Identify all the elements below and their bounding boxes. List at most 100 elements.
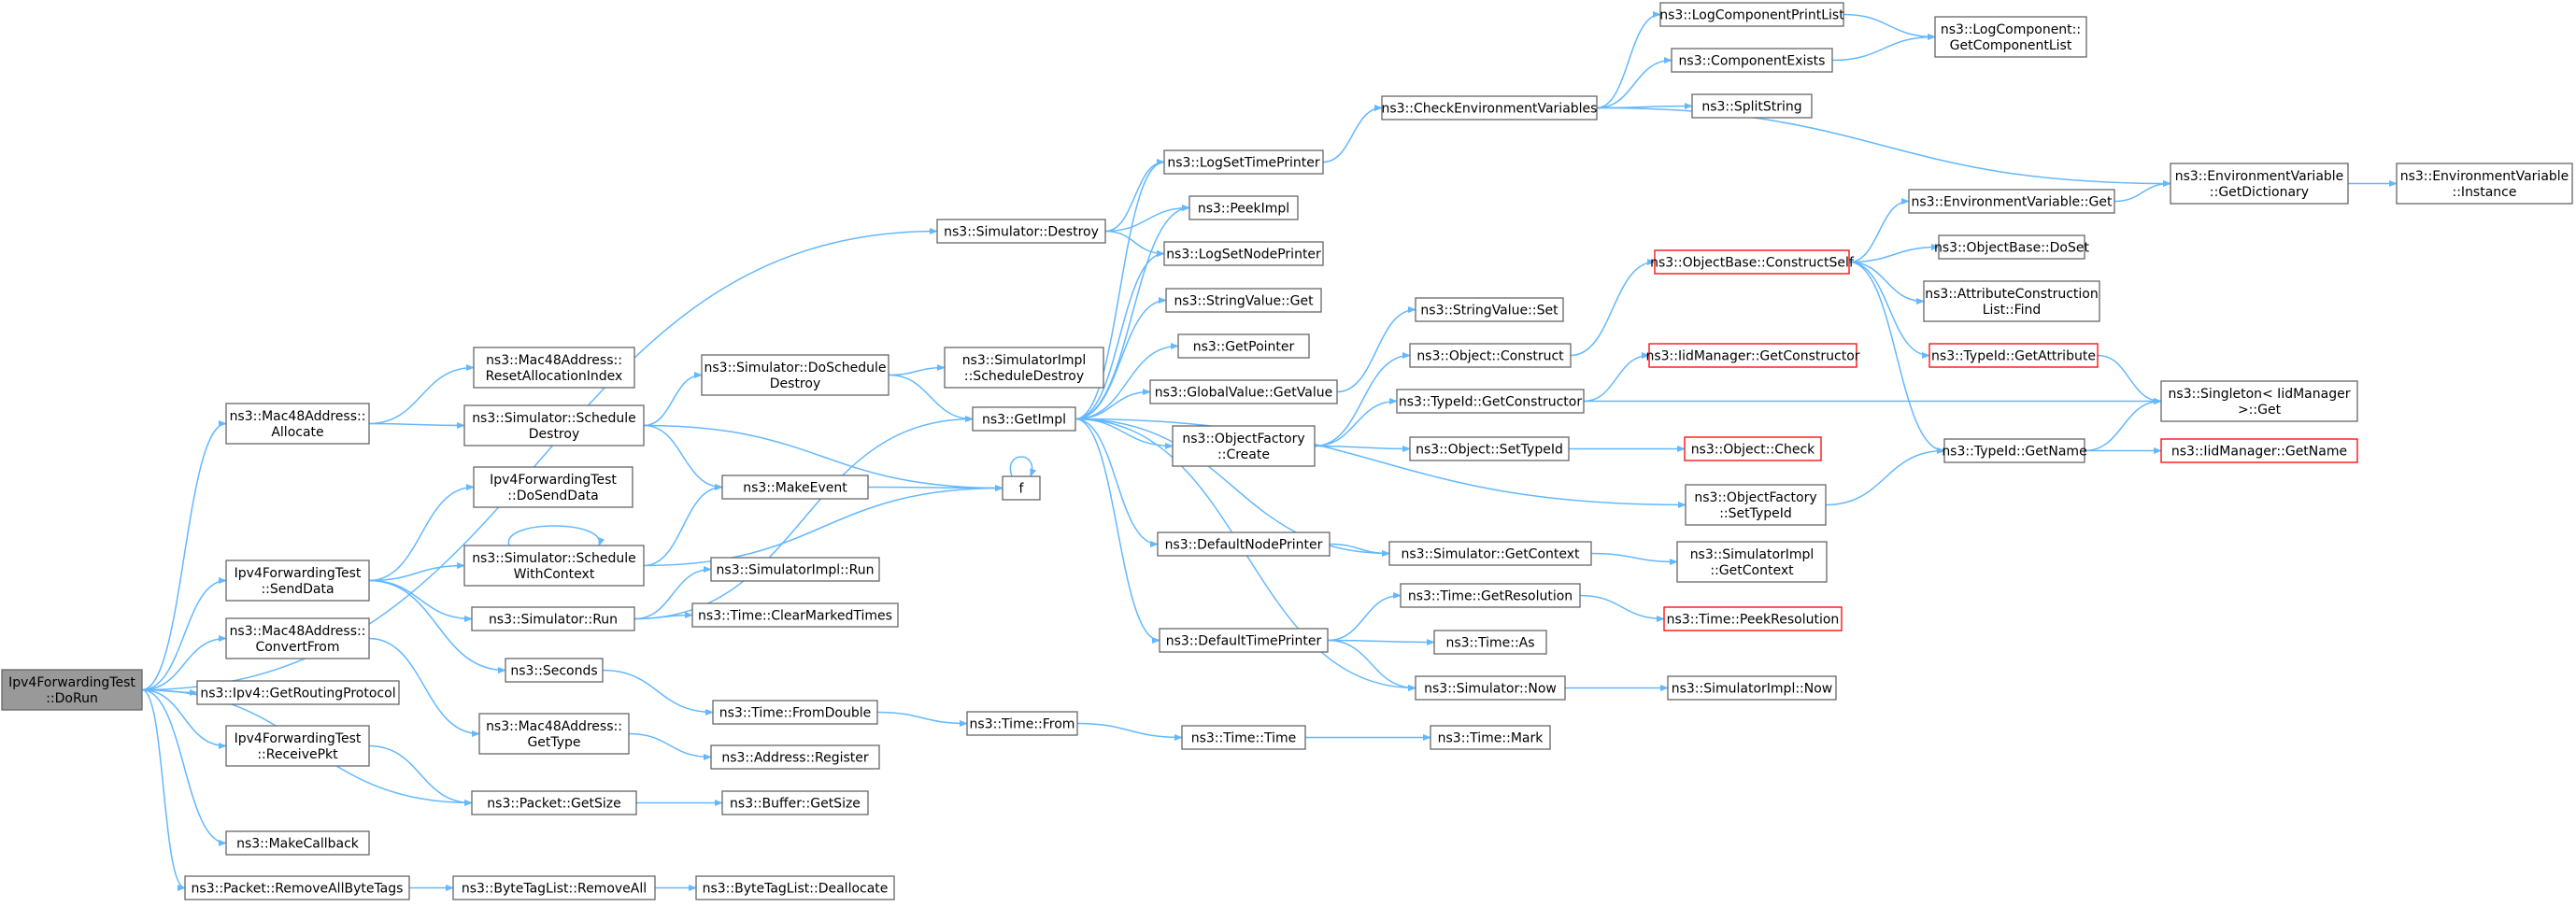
node-allocate[interactable]: ns3::Mac48Address::Allocate bbox=[225, 403, 370, 445]
node-typeidgetctor[interactable]: ns3::TypeId::GetConstructor bbox=[1396, 389, 1585, 414]
node-timeas[interactable]: ns3::Time::As bbox=[1433, 630, 1547, 655]
node-simnow[interactable]: ns3::Simulator::Now bbox=[1415, 675, 1566, 701]
node-label: ns3::Ipv4::GetRoutingProtocol bbox=[200, 687, 395, 702]
node-label: ::SetTypeId bbox=[1719, 506, 1792, 521]
node-box bbox=[452, 875, 656, 900]
node-box bbox=[1409, 343, 1572, 368]
node-label: Ipv4ForwardingTest bbox=[8, 675, 135, 690]
node-objcheck[interactable]: ns3::Object::Check bbox=[1684, 436, 1822, 461]
node-getimpl[interactable]: ns3::GetImpl bbox=[972, 406, 1076, 432]
node-singletonget[interactable]: ns3::Singleton< IidManager >::Get bbox=[2160, 380, 2358, 422]
node-fromdouble[interactable]: ns3::Time::FromDouble bbox=[712, 700, 878, 725]
node-deftimeprinter[interactable]: ns3::DefaultTimePrinter bbox=[1159, 628, 1329, 653]
node-label: ns3::Simulator::Run bbox=[489, 613, 618, 628]
node-timepeekres[interactable]: ns3::Time::PeekResolution bbox=[1663, 606, 1843, 631]
node-objbasedoset[interactable]: ns3::ObjectBase::DoSet bbox=[1934, 234, 2089, 260]
node-label: ns3::Singleton< IidManager bbox=[2169, 387, 2351, 402]
call-edge bbox=[1075, 418, 1686, 509]
node-convertfrom[interactable]: ns3::Mac48Address::ConvertFrom bbox=[225, 617, 370, 659]
node-getrouting[interactable]: ns3::Ipv4::GetRoutingProtocol bbox=[196, 680, 400, 705]
node-iidmgrgetctor[interactable]: ns3::IidManager::GetConstructor bbox=[1645, 343, 1860, 368]
node-envvarinstance[interactable]: ns3::EnvironmentVariable::Instance bbox=[2396, 163, 2573, 205]
node-seconds[interactable]: ns3::Seconds bbox=[505, 658, 604, 683]
node-simdestroy[interactable]: ns3::Simulator::Destroy bbox=[936, 219, 1106, 244]
node-clearmarked[interactable]: ns3::Time::ClearMarkedTimes bbox=[691, 602, 899, 628]
node-label: GetComponentList bbox=[1950, 38, 2072, 53]
node-objconstruct[interactable]: ns3::Object::Construct bbox=[1409, 343, 1572, 368]
node-label: ns3::Simulator::Destroy bbox=[944, 225, 1099, 240]
call-edge bbox=[141, 227, 938, 691]
node-receivepkt[interactable]: Ipv4ForwardingTest::ReceivePkt bbox=[225, 725, 370, 767]
node-gettype[interactable]: ns3::Mac48Address::GetType bbox=[478, 713, 630, 755]
node-label: ns3::Mac48Address:: bbox=[486, 719, 622, 734]
node-packetgetsize[interactable]: ns3::Packet::GetSize bbox=[471, 790, 637, 815]
node-makeevent[interactable]: ns3::MakeEvent bbox=[721, 475, 869, 500]
node-timetime[interactable]: ns3::Time::Time bbox=[1181, 725, 1306, 750]
node-stringvalueget[interactable]: ns3::StringValue::Get bbox=[1165, 288, 1322, 313]
node-schedDestroy[interactable]: ns3::Simulator::ScheduleDestroy bbox=[463, 404, 645, 446]
node-objsettypeid[interactable]: ns3::Object::SetTypeId bbox=[1409, 436, 1570, 461]
node-objfactsettypeid[interactable]: ns3::ObjectFactory::SetTypeId bbox=[1685, 484, 1827, 526]
node-buffergetsize[interactable]: ns3::Buffer::GetSize bbox=[721, 790, 869, 815]
node-splitstring[interactable]: ns3::SplitString bbox=[1691, 93, 1813, 119]
node-globalvalueget[interactable]: ns3::GlobalValue::GetValue bbox=[1149, 379, 1338, 404]
node-addrregister[interactable]: ns3::Address::Register bbox=[710, 744, 880, 770]
node-removeallbytetags[interactable]: ns3::Packet::RemoveAllByteTags bbox=[184, 875, 410, 900]
node-logcompprintlist[interactable]: ns3::LogComponentPrintList bbox=[1659, 2, 1844, 27]
node-box bbox=[1381, 95, 1598, 120]
node-simimplrun[interactable]: ns3::SimulatorImpl::Run bbox=[710, 557, 880, 582]
node-envvargetdict[interactable]: ns3::EnvironmentVariable::GetDictionary bbox=[2170, 163, 2349, 205]
node-timemark[interactable]: ns3::Time::Mark bbox=[1430, 725, 1551, 750]
node-bytetagremoveall[interactable]: ns3::ByteTagList::RemoveAll bbox=[452, 875, 656, 900]
node-simimplnow[interactable]: ns3::SimulatorImpl::Now bbox=[1667, 675, 1837, 701]
node-timefrom[interactable]: ns3::Time::From bbox=[966, 711, 1078, 736]
node-resetalloc[interactable]: ns3::Mac48Address::ResetAllocationIndex bbox=[473, 347, 635, 389]
node-label: ns3::SplitString bbox=[1701, 100, 1801, 115]
node-envvarget[interactable]: ns3::EnvironmentVariable::Get bbox=[1908, 189, 2115, 214]
node-objbaseconstructself[interactable]: ns3::ObjectBase::ConstructSelf bbox=[1650, 249, 1855, 275]
node-box bbox=[1667, 675, 1837, 701]
node-label: ns3::LogSetNodePrinter bbox=[1166, 248, 1321, 262]
node-defnodeprinter[interactable]: ns3::DefaultNodePrinter bbox=[1157, 531, 1331, 557]
node-simimplschedDestroy[interactable]: ns3::SimulatorImpl::ScheduleDestroy bbox=[944, 347, 1104, 389]
node-typeidgetname[interactable]: ns3::TypeId::GetName bbox=[1942, 438, 2087, 463]
node-dosenddata[interactable]: Ipv4ForwardingTest::DoSendData bbox=[473, 466, 633, 508]
node-box bbox=[2396, 163, 2573, 205]
call-edge bbox=[368, 421, 465, 430]
call-edge bbox=[1075, 342, 1179, 420]
node-makecallback[interactable]: ns3::MakeCallback bbox=[225, 830, 370, 856]
node-box bbox=[721, 790, 869, 815]
node-logcompgetlist[interactable]: ns3::LogComponent::GetComponentList bbox=[1934, 16, 2087, 58]
node-getpointer[interactable]: ns3::GetPointer bbox=[1177, 333, 1310, 359]
node-simrun[interactable]: ns3::Simulator::Run bbox=[471, 606, 635, 631]
node-f[interactable]: f bbox=[1002, 475, 1041, 501]
node-iidmgrgetname[interactable]: ns3::IidManager::GetName bbox=[2160, 438, 2358, 463]
call-edges bbox=[141, 10, 2398, 892]
node-box bbox=[1928, 343, 2099, 368]
node-simimplgetctx[interactable]: ns3::SimulatorImpl::GetContext bbox=[1676, 541, 1828, 583]
node-compexists[interactable]: ns3::ComponentExists bbox=[1671, 48, 1833, 73]
call-edge bbox=[507, 525, 605, 546]
node-simgetctx[interactable]: ns3::Simulator::GetContext bbox=[1388, 541, 1592, 566]
call-edge bbox=[633, 415, 974, 620]
node-checkenv[interactable]: ns3::CheckEnvironmentVariables bbox=[1381, 95, 1598, 120]
node-label: ::Create bbox=[1217, 447, 1270, 462]
node-box bbox=[691, 602, 899, 628]
node-objfactcreate[interactable]: ns3::ObjectFactory::Create bbox=[1172, 425, 1316, 467]
call-edge bbox=[1075, 388, 1151, 420]
node-label: ns3::ObjectFactory bbox=[1182, 432, 1304, 446]
node-logsettime[interactable]: ns3::LogSetTimePrinter bbox=[1163, 149, 1324, 175]
node-peekimpl[interactable]: ns3::PeekImpl bbox=[1188, 195, 1299, 220]
node-timegetres[interactable]: ns3::Time::GetResolution bbox=[1400, 583, 1581, 608]
node-box bbox=[1415, 297, 1564, 322]
node-label: ns3::ObjectBase::ConstructSelf bbox=[1650, 256, 1855, 271]
call-edge bbox=[1570, 258, 1656, 357]
node-bytetagdealloc[interactable]: ns3::ByteTagList::Deallocate bbox=[695, 875, 895, 900]
node-stringvalueset[interactable]: ns3::StringValue::Set bbox=[1415, 297, 1564, 322]
node-typeidgetattr[interactable]: ns3::TypeId::GetAttribute bbox=[1928, 343, 2099, 368]
node-logsetnode[interactable]: ns3::LogSetNodePrinter bbox=[1163, 241, 1324, 266]
node-senddata[interactable]: Ipv4ForwardingTest::SendData bbox=[225, 560, 370, 602]
